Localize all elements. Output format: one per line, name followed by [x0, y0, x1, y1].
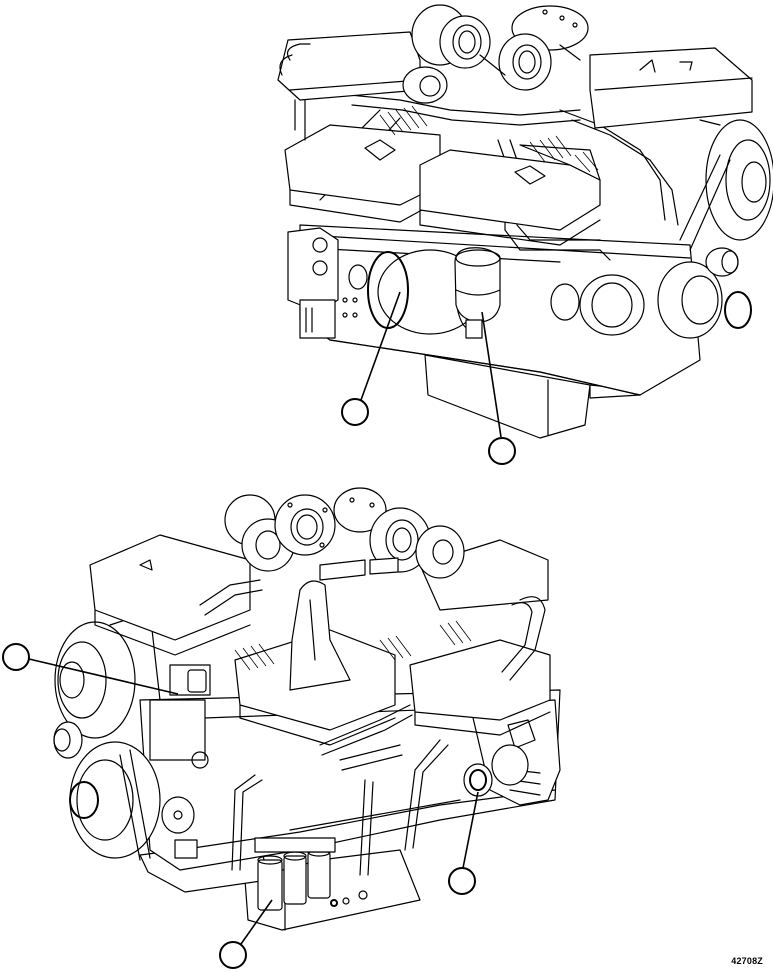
lower-pipework	[199, 579, 546, 771]
upper-left-manifold	[277, 31, 421, 141]
upper-engine-view	[277, 4, 773, 439]
lower-starter-motor	[463, 744, 529, 797]
upper-aftercooler	[589, 47, 753, 129]
callout-circle-lower-1	[2, 643, 30, 671]
callout-leader	[481, 311, 502, 438]
upper-separator-housing	[454, 247, 501, 339]
lower-turbochargers	[224, 487, 465, 581]
lower-intake-elbow	[289, 580, 351, 691]
callouts	[2, 291, 516, 969]
lower-engine-view	[53, 487, 561, 931]
callout-leader	[462, 791, 479, 869]
callout-circle-upper-1	[341, 398, 369, 426]
callout-circle-lower-3	[219, 941, 247, 969]
lower-fuel-lines	[231, 704, 449, 876]
lower-front-pulleys	[53, 611, 195, 861]
upper-starter-motor	[550, 274, 645, 336]
callout-leader	[360, 291, 401, 401]
lower-intake-hatching	[234, 620, 472, 671]
callout-leader	[28, 658, 179, 695]
lower-front-cover	[149, 664, 211, 859]
callout-circle-upper-2	[488, 437, 516, 465]
figure-id-label: 42708Z	[731, 956, 763, 966]
callout-leader	[240, 899, 273, 945]
upper-crank-pulley	[657, 119, 773, 339]
callout-circle-lower-2	[448, 867, 476, 895]
upper-front-cover	[287, 227, 358, 339]
upper-valve-covers	[284, 124, 601, 246]
upper-turbochargers	[402, 4, 589, 104]
lower-fuel-filters	[254, 837, 368, 911]
upper-intake-hatching	[379, 105, 599, 173]
